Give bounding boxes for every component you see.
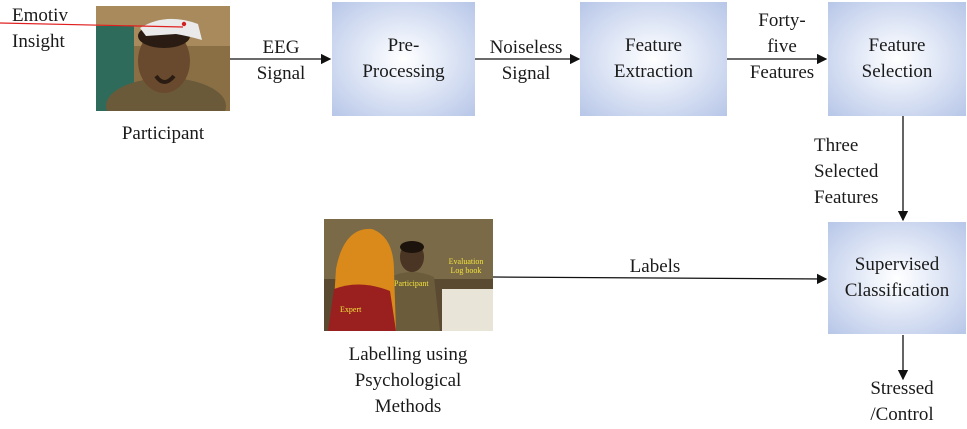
headset-label: Emotiv Insight [12,5,68,52]
three-selected-features-label: Three Selected Features [814,135,879,208]
output-label: Stressed /Control [870,378,934,425]
expert-text: Expert [340,305,362,314]
feature-selection-box: Feature Selection [828,2,966,116]
arrow-labelling-to-classification [492,273,828,285]
labels-label: Labels [629,256,681,277]
participant-caption: Participant [121,123,205,144]
eeg-signal-label: EEG Signal [256,37,306,84]
supervised-classification-label: Supervised Classification [844,254,950,301]
photo-participant-text: Participant [394,279,429,288]
forty-five-features-label: Forty- five Features [749,10,815,83]
feature-extraction-label: Feature Extraction [613,35,694,82]
participant-photo [96,6,230,111]
labelling-caption: Labelling using Psychological Methods [348,344,468,417]
preprocessing-box: Pre- Processing [332,2,475,116]
feature-extraction-box: Feature Extraction [580,2,727,116]
supervised-classification-box: Supervised Classification [828,222,966,334]
evaluation-logbook-text: Evaluation Log book [448,257,484,275]
feature-selection-label: Feature Selection [861,35,933,82]
labelling-photo: Evaluation Log book Participant Expert [324,219,493,331]
noiseless-signal-label: Noiseless Signal [489,37,563,84]
preprocessing-label: Pre- Processing [362,35,445,82]
